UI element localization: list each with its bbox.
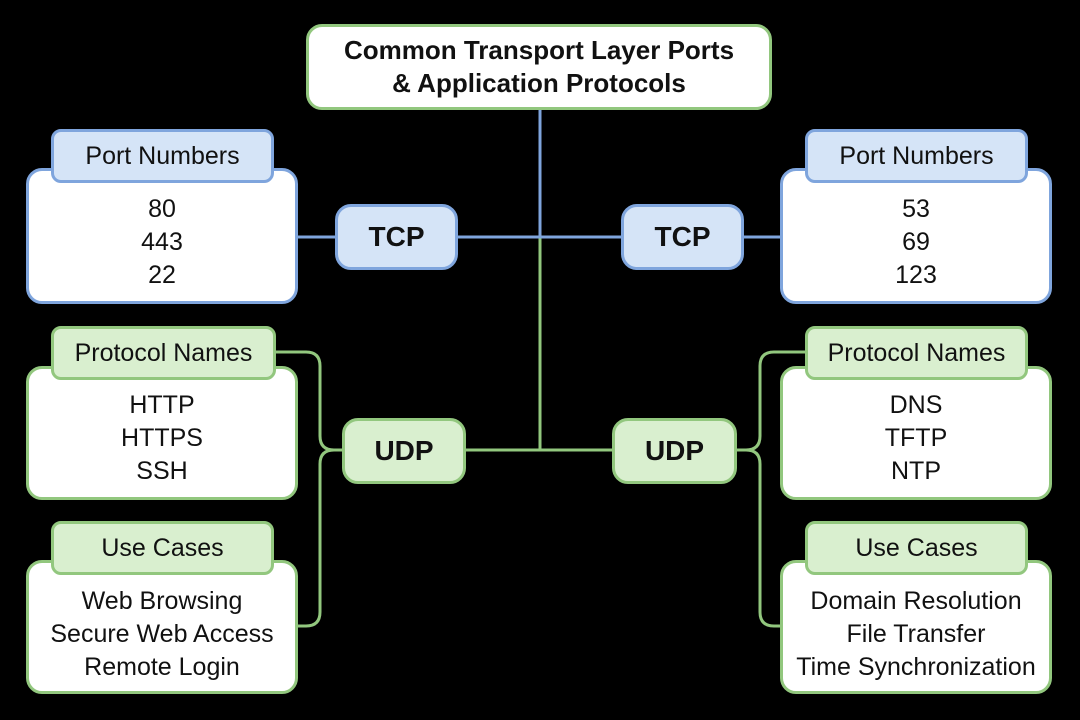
right-port-item: 69 xyxy=(902,228,930,256)
left-protocol-item: SSH xyxy=(136,457,188,485)
left-protocol-item: HTTP xyxy=(129,391,195,419)
right-protocol-item: NTP xyxy=(891,457,941,485)
right-port-item: 123 xyxy=(895,261,937,289)
left-use-case-item: Secure Web Access xyxy=(50,620,274,648)
right-protocol-item: DNS xyxy=(889,391,943,419)
left-tcp-node: TCP xyxy=(335,204,458,270)
diagram-title: Common Transport Layer Ports & Applicati… xyxy=(306,24,772,110)
left-udp-label: UDP xyxy=(374,435,434,466)
right-port-numbers-panel: 53 69 123 xyxy=(780,168,1052,304)
right-use-cases-panel: Domain Resolution File Transfer Time Syn… xyxy=(780,560,1052,694)
right-protocol-item: TFTP xyxy=(884,424,948,452)
right-use-case-item: Domain Resolution xyxy=(810,587,1022,615)
connector-left-usecases-to-udp xyxy=(298,448,342,628)
left-protocol-names-panel: HTTP HTTPS SSH xyxy=(26,366,298,500)
left-tcp-label: TCP xyxy=(368,221,425,252)
right-use-case-item: File Transfer xyxy=(846,620,986,648)
left-use-cases-panel: Web Browsing Secure Web Access Remote Lo… xyxy=(26,560,298,694)
title-line-1: Common Transport Layer Ports xyxy=(343,35,735,65)
right-protocol-names-panel: DNS TFTP NTP xyxy=(780,366,1052,500)
right-port-item: 53 xyxy=(902,195,930,223)
right-tcp-label: TCP xyxy=(654,221,711,252)
right-use-cases-heading-label: Use Cases xyxy=(855,533,978,562)
right-port-numbers-heading: Port Numbers xyxy=(805,129,1028,183)
right-use-case-item: Time Synchronization xyxy=(796,653,1036,681)
right-port-numbers-heading-label: Port Numbers xyxy=(839,141,994,170)
left-protocol-item: HTTPS xyxy=(121,424,203,452)
left-port-item: 22 xyxy=(148,261,176,289)
left-use-cases-heading-label: Use Cases xyxy=(101,533,224,562)
left-udp-node: UDP xyxy=(342,418,466,484)
left-port-item: 443 xyxy=(141,228,183,256)
left-protocol-names-heading: Protocol Names xyxy=(51,326,276,380)
right-udp-node: UDP xyxy=(612,418,737,484)
right-tcp-node: TCP xyxy=(621,204,744,270)
right-protocol-names-heading: Protocol Names xyxy=(805,326,1028,380)
left-port-numbers-panel: 80 443 22 xyxy=(26,168,298,304)
right-use-cases-heading: Use Cases xyxy=(805,521,1028,575)
title-line-2: & Application Protocols xyxy=(392,68,686,98)
left-port-numbers-heading-label: Port Numbers xyxy=(85,141,240,170)
left-use-cases-heading: Use Cases xyxy=(51,521,274,575)
right-udp-label: UDP xyxy=(644,435,705,466)
left-use-case-item: Remote Login xyxy=(84,653,240,681)
connector-right-usecases-to-udp xyxy=(737,448,781,628)
left-port-item: 80 xyxy=(148,195,176,223)
left-port-numbers-heading: Port Numbers xyxy=(51,129,274,183)
right-protocol-names-heading-label: Protocol Names xyxy=(827,338,1006,367)
left-protocol-names-heading-label: Protocol Names xyxy=(74,338,253,367)
left-use-case-item: Web Browsing xyxy=(81,587,243,615)
